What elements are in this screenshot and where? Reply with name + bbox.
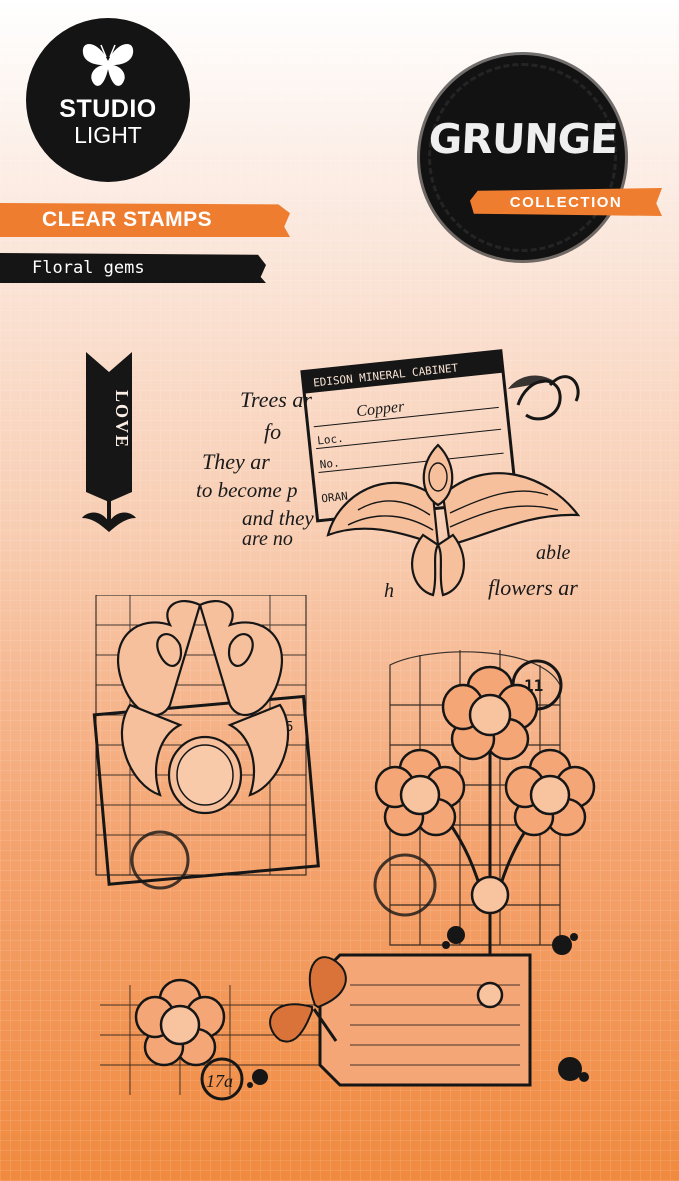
product-name-banner: Floral gems bbox=[0, 253, 266, 283]
collection-badge: GRUNGE COLLECTION bbox=[420, 55, 662, 260]
love-word: LOVE bbox=[112, 390, 132, 449]
ornament-ticket-stamp: EDISON MINERAL CABINET Copper Loc. No. O… bbox=[188, 345, 608, 615]
love-stamp: LOVE bbox=[78, 352, 140, 546]
script-line-6: are no bbox=[242, 528, 293, 550]
ticket-line-3: No. bbox=[319, 456, 340, 471]
floral-tag-stamp: 11 17a bbox=[100, 645, 620, 1125]
butterfly-icon bbox=[269, 956, 347, 1043]
postmark-2: 17a bbox=[206, 1071, 233, 1091]
brand-name: STUDIO bbox=[59, 95, 157, 123]
butterfly-icon bbox=[82, 43, 134, 86]
script-line-1: Trees ar bbox=[240, 387, 312, 412]
product-type-banner: CLEAR STAMPS bbox=[0, 203, 290, 237]
collection-label-bar: COLLECTION bbox=[470, 188, 662, 216]
script-tail-3: h bbox=[384, 580, 394, 602]
script-line-4: to become p bbox=[196, 478, 297, 502]
badge-ring bbox=[428, 63, 617, 252]
ticket-line-4: ORAN bbox=[321, 490, 349, 506]
ticket-line-2: Loc. bbox=[317, 432, 345, 448]
ticket-line-1: Copper bbox=[356, 398, 406, 420]
art-nouveau-ledger-stamp: 305 bbox=[90, 595, 330, 895]
brand-sub: LIGHT bbox=[74, 122, 142, 148]
product-name: Floral gems bbox=[32, 258, 145, 278]
collection-label: COLLECTION bbox=[509, 193, 623, 211]
script-tail-1: able bbox=[536, 542, 571, 564]
script-line-3: They ar bbox=[202, 449, 270, 474]
collection-title: GRUNGE bbox=[427, 115, 619, 163]
product-type: CLEAR STAMPS bbox=[42, 208, 213, 231]
script-line-2: fo bbox=[264, 419, 281, 444]
brand-logo: STUDIO LIGHT bbox=[26, 18, 190, 182]
script-tail-2: flowers ar bbox=[488, 575, 578, 600]
script-line-5: and they bbox=[242, 506, 314, 530]
love-arrow-icon: LOVE bbox=[82, 352, 136, 532]
